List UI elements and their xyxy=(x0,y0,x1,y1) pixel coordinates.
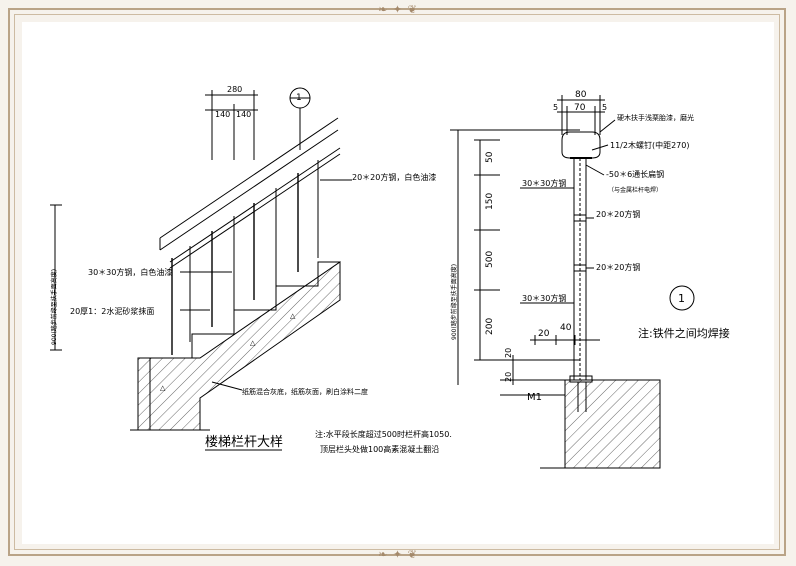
note-main-bar: 30＊30方钢，白色油漆 xyxy=(88,267,172,277)
note-flat-bar: -50＊6通长扁钢 xyxy=(606,169,664,179)
dim-140-b: 140 xyxy=(236,110,251,119)
spec-line-1: 注:水平段长度超过500时栏杆高1050. xyxy=(315,429,452,439)
label-20-a: 20＊20方钢 xyxy=(596,209,640,219)
rail-height-dim: 900(踏步前缘至扶手面高度) xyxy=(50,269,58,345)
right-rail-section xyxy=(450,95,695,469)
dim-80: 80 xyxy=(575,90,587,100)
dim-500: 500 xyxy=(485,251,495,268)
ornament-bottom: ❧ ✦ ❦ xyxy=(378,548,418,561)
svg-text:△: △ xyxy=(250,339,256,347)
label-30-bottom: 30＊30方钢 xyxy=(522,293,566,303)
note-flat-bar-sub: （与金属栏杆电焊） xyxy=(608,186,662,194)
section-marker-left: 1 xyxy=(296,93,302,103)
left-stair-detail: △ △ △ xyxy=(50,87,352,451)
dim-5-right: 5 xyxy=(602,103,607,112)
dim-20-a: 20 xyxy=(538,329,550,339)
spec-line-2: 顶层栏头处做100高素混凝土翻沿 xyxy=(320,444,439,454)
inner-frame xyxy=(14,14,780,550)
dim-140-a: 140 xyxy=(215,110,230,119)
outer-frame xyxy=(8,8,786,556)
note-handrail: 硬木扶手浅栗胎漆，磨光 xyxy=(617,113,694,122)
dim-20-c: 20 xyxy=(504,372,513,382)
dim-5-left: 5 xyxy=(553,103,558,112)
dim-40: 40 xyxy=(560,323,572,333)
dim-20-b: 20 xyxy=(504,348,513,358)
label-20-b: 20＊20方钢 xyxy=(596,262,640,272)
detail-title: 楼梯栏杆大样 xyxy=(205,435,283,450)
dim-70: 70 xyxy=(574,103,586,113)
section-marker-right: 1 xyxy=(678,292,685,305)
note-square-bar: 20＊20方钢，白色油漆 xyxy=(352,172,436,182)
label-m1: M1 xyxy=(527,392,542,403)
weld-note: 注:铁件之间均焊接 xyxy=(638,326,730,340)
label-30-top: 30＊30方钢 xyxy=(522,178,566,188)
ornament-top: ❧ ✦ ❦ xyxy=(378,3,418,16)
svg-text:△: △ xyxy=(290,312,296,320)
dim-900-right: 900(踏步前缘至扶手面高度) xyxy=(450,264,458,340)
note-mortar: 20厚1：2水泥砂浆抹面 xyxy=(70,306,154,316)
dim-50: 50 xyxy=(485,151,495,163)
note-plaster: 纸筋混合灰底，纸筋灰面，刷白涂料二度 xyxy=(242,387,368,396)
dim-150: 150 xyxy=(485,193,495,210)
left-detail-text: 280 140 140 1 900(踏步前缘至扶手面高度) 20＊20方钢，白色… xyxy=(50,85,452,454)
note-screw: 11/2木螺钉(中距270) xyxy=(610,140,689,150)
right-detail-text: 80 70 5 5 硬木扶手浅栗胎漆，磨光 11/2木螺钉(中距270) -50… xyxy=(450,90,730,403)
dim-200: 200 xyxy=(485,318,495,335)
svg-text:△: △ xyxy=(160,384,166,392)
dim-280: 280 xyxy=(227,85,242,94)
